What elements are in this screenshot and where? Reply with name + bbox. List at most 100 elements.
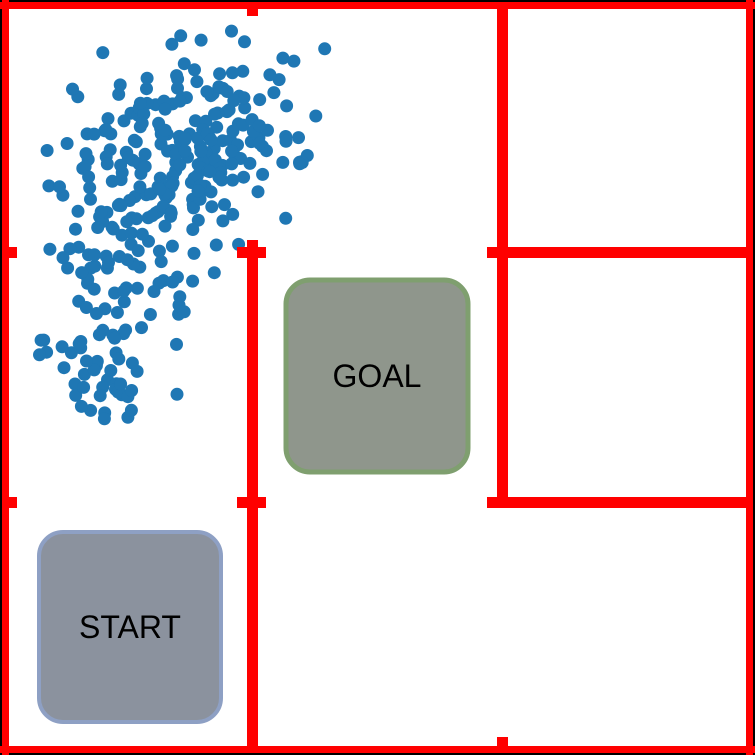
- point-marker: [101, 112, 115, 126]
- point-marker: [77, 367, 91, 381]
- point-marker: [87, 127, 101, 141]
- point-marker: [238, 35, 251, 49]
- start-label: START: [79, 609, 181, 645]
- point-marker: [33, 348, 46, 362]
- point-marker: [237, 170, 251, 184]
- point-marker: [194, 145, 208, 158]
- point-marker: [188, 114, 202, 128]
- wall-stub-bottom-right: [497, 737, 508, 750]
- point-marker: [130, 281, 144, 295]
- point-marker: [154, 255, 168, 269]
- point-marker: [170, 337, 183, 351]
- point-marker: [205, 200, 219, 214]
- point-marker: [256, 167, 270, 181]
- point-marker: [238, 101, 252, 115]
- point-marker: [102, 255, 115, 269]
- point-marker: [110, 306, 124, 319]
- point-marker: [71, 204, 85, 218]
- wall-horizontal-right-mid: [497, 497, 750, 508]
- point-marker: [83, 181, 97, 195]
- point-marker: [253, 93, 267, 107]
- point-marker: [112, 352, 126, 366]
- point-marker: [94, 205, 108, 219]
- point-marker: [69, 222, 82, 236]
- start-box[interactable]: [37, 530, 223, 724]
- point-marker: [194, 33, 208, 47]
- point-marker: [145, 209, 159, 223]
- point-marker: [165, 239, 179, 253]
- point-marker: [138, 160, 152, 173]
- point-marker: [57, 361, 71, 375]
- point-marker: [37, 333, 51, 347]
- point-marker: [88, 248, 101, 262]
- point-marker: [108, 331, 122, 345]
- point-marker: [72, 337, 86, 351]
- point-marker: [309, 109, 323, 123]
- point-marker: [225, 66, 239, 80]
- point-marker: [263, 68, 277, 82]
- point-marker: [79, 147, 93, 161]
- point-marker: [210, 120, 224, 134]
- point-marker: [120, 215, 134, 229]
- point-marker: [209, 238, 223, 252]
- point-marker: [276, 155, 290, 169]
- point-marker: [225, 157, 239, 171]
- point-marker: [174, 29, 188, 43]
- point-marker: [287, 54, 301, 68]
- point-marker: [226, 173, 240, 187]
- point-marker: [164, 206, 178, 220]
- point-marker: [84, 192, 97, 206]
- point-marker: [42, 179, 56, 193]
- point-marker: [140, 82, 153, 96]
- point-marker: [75, 266, 89, 280]
- start-tile[interactable]: START: [37, 530, 223, 724]
- point-marker: [216, 214, 230, 228]
- point-marker: [40, 144, 54, 157]
- point-marker: [252, 136, 266, 150]
- point-marker: [237, 91, 251, 105]
- point-marker: [90, 307, 103, 320]
- point-marker: [208, 107, 221, 121]
- point-marker: [173, 94, 187, 108]
- point-marker: [93, 389, 107, 403]
- point-marker: [124, 403, 138, 417]
- point-marker: [207, 266, 221, 280]
- point-marker: [114, 158, 128, 172]
- point-marker: [279, 134, 293, 148]
- wall-outer-bottom: [0, 746, 755, 753]
- point-marker: [55, 340, 69, 354]
- point-marker: [152, 116, 166, 130]
- wall-outer-left: [2, 0, 9, 755]
- point-marker: [135, 116, 149, 130]
- point-marker: [186, 223, 200, 236]
- point-marker: [133, 180, 147, 194]
- point-marker: [74, 399, 88, 413]
- point-marker: [114, 199, 128, 213]
- point-marker: [61, 261, 75, 275]
- point-marker: [236, 64, 250, 78]
- point-marker: [213, 67, 227, 81]
- point-marker: [43, 242, 57, 256]
- point-marker: [117, 284, 131, 298]
- point-marker: [125, 384, 139, 397]
- point-marker: [170, 387, 184, 401]
- goal-label: GOAL: [333, 358, 422, 394]
- point-marker: [173, 158, 187, 172]
- point-marker: [138, 147, 152, 161]
- point-marker: [190, 75, 204, 89]
- point-marker: [120, 253, 134, 267]
- point-marker: [252, 119, 266, 133]
- goal-box[interactable]: [283, 277, 471, 475]
- point-marker: [88, 259, 102, 273]
- point-marker: [243, 156, 257, 170]
- point-marker: [171, 72, 185, 86]
- point-marker: [188, 63, 201, 77]
- point-marker: [220, 85, 234, 98]
- point-marker: [63, 242, 77, 256]
- goal-tile[interactable]: GOAL: [283, 277, 471, 475]
- wall-horizontal-right-top: [497, 247, 750, 258]
- point-marker: [99, 123, 113, 137]
- point-marker: [251, 185, 265, 199]
- point-marker: [158, 102, 172, 116]
